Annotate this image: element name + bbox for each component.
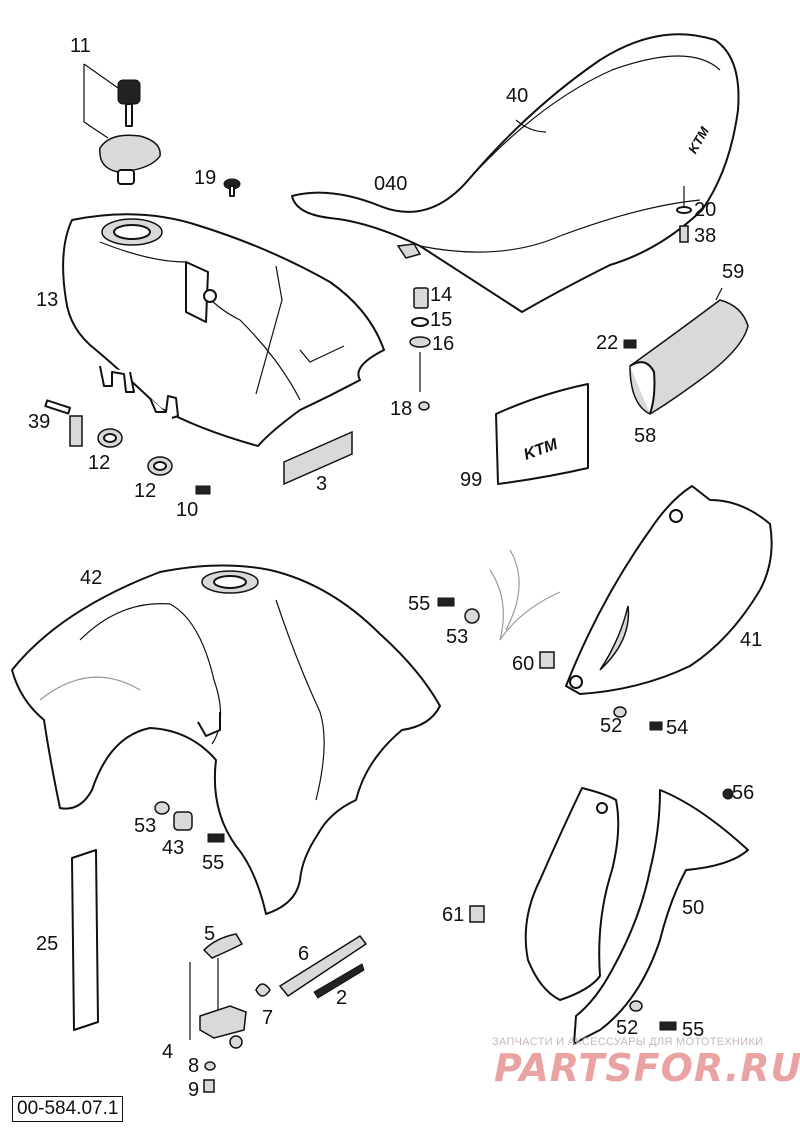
fasteners-55-53-60-part (437, 549, 561, 669)
callout-16: 16 (432, 333, 455, 355)
callout-5: 5 (204, 923, 216, 945)
washer-bolt-20-38-part (676, 186, 692, 243)
callout-55b: 55 (202, 852, 225, 874)
fasteners-52-54-part (613, 706, 663, 731)
side-shroud-41-part (565, 485, 773, 695)
clip-61-part (469, 905, 485, 923)
callout-14: 14 (430, 284, 453, 306)
strip-3-part (283, 430, 353, 486)
hoses-part (278, 934, 368, 999)
callout-3: 3 (316, 473, 328, 495)
fuel-tap-part (189, 933, 247, 1093)
callout-41: 41 (740, 629, 763, 651)
callout-99: 99 (460, 469, 483, 491)
callout-55c: 55 (682, 1019, 705, 1041)
callout-9: 9 (188, 1079, 200, 1101)
callout-50: 50 (682, 897, 705, 919)
bar-25-part (71, 849, 99, 1031)
seat-part: KTM (291, 33, 740, 313)
fasteners-39-12-10-part (44, 399, 211, 495)
callout-25: 25 (36, 933, 59, 955)
callout-60: 60 (512, 653, 535, 675)
fuel-tank-13-part (62, 213, 385, 447)
callout-61: 61 (442, 904, 465, 926)
watermark-brand: PARTSFOR.RU (494, 1046, 800, 1090)
callout-8: 8 (188, 1055, 200, 1077)
callout-13: 13 (36, 289, 59, 311)
fuel-cap-part (99, 134, 161, 185)
bolt-washer-stack-part (409, 287, 431, 411)
callout-52b: 52 (616, 1017, 639, 1039)
callout-38: 38 (694, 225, 717, 247)
callout-55a: 55 (408, 593, 431, 615)
callout-18: 18 (390, 398, 413, 420)
callout-52a: 52 (600, 715, 623, 737)
clamp-7-part (255, 983, 271, 997)
callout-20: 20 (694, 199, 717, 221)
callout-15: 15 (430, 309, 453, 331)
callout-40: 40 (506, 85, 529, 107)
callout-53a: 53 (446, 626, 469, 648)
key-part (83, 63, 141, 139)
watermark-tagline: ЗАПЧАСТИ И АКСЕССУАРЫ ДЛЯ МОТОТЕХНИКИ (492, 1036, 764, 1048)
callout-2: 2 (336, 987, 348, 1009)
callout-11: 11 (70, 35, 91, 57)
callout-10: 10 (176, 499, 199, 521)
callout-4: 4 (162, 1041, 174, 1063)
tool-bag-part (623, 287, 749, 415)
fasteners-53-43-55-part (154, 801, 225, 843)
callout-56: 56 (732, 782, 755, 804)
fasteners-52-55-lower-part (629, 1000, 677, 1031)
callout-53b: 53 (134, 815, 157, 837)
callout-12a: 12 (88, 452, 111, 474)
callout-040: 040 (374, 173, 408, 195)
fuel-tank-42-part (11, 564, 441, 915)
callout-12b: 12 (134, 480, 157, 502)
callout-59: 59 (722, 261, 745, 283)
diagram-reference-code: 00-584.07.1 (12, 1096, 124, 1122)
callout-43: 43 (162, 837, 185, 859)
callout-6: 6 (298, 943, 310, 965)
side-cover-50-part (524, 787, 749, 1045)
callout-22: 22 (596, 332, 619, 354)
callout-7: 7 (262, 1007, 274, 1029)
callout-54: 54 (666, 717, 689, 739)
callout-58: 58 (634, 425, 657, 447)
callout-42: 42 (80, 567, 103, 589)
screw-19-part (223, 178, 241, 197)
callout-19: 19 (194, 167, 217, 189)
callout-39: 39 (28, 411, 51, 433)
ktm-flap-99-part: KTM (495, 383, 589, 485)
